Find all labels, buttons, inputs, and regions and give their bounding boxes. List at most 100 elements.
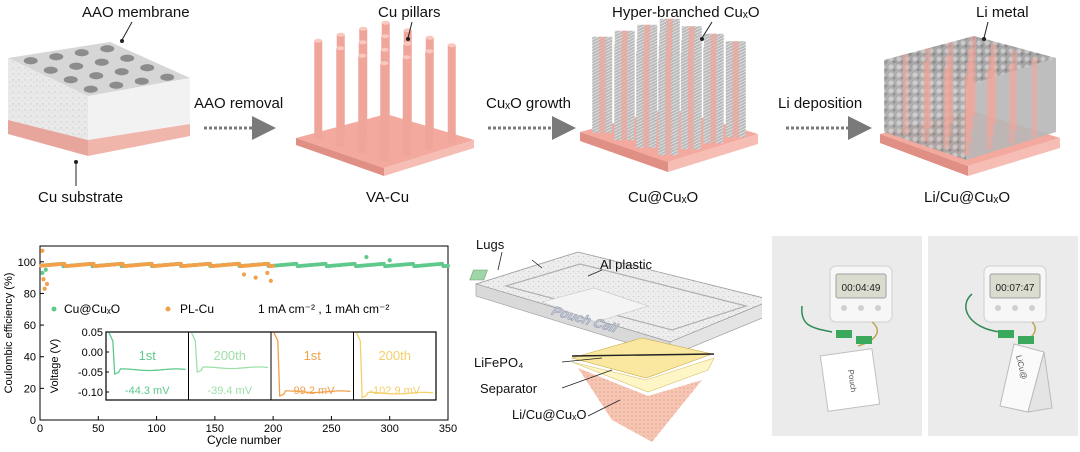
- cu-cuxo-array: [580, 18, 758, 172]
- inset-overpotential-value: -99.2 mV: [290, 385, 335, 397]
- cu-pillar: [402, 57, 411, 156]
- label-cu-cuxo: Cu@CuₓO: [628, 189, 699, 206]
- li-cu-cuxo-block: [880, 36, 1060, 176]
- cuxo-core: [665, 59, 672, 156]
- ce-outlier-0: [387, 258, 392, 263]
- inset-cycle-label: 200th: [378, 348, 411, 363]
- cu-pillar-top: [402, 55, 411, 60]
- photo-left-scene: 00:04:49 Pouch: [801, 265, 893, 412]
- cuxo-core: [687, 53, 694, 150]
- label-aao-membrane: AAO membrane: [82, 4, 190, 21]
- inset-y-tick-label: -0.05: [78, 367, 103, 379]
- ce-outlier-0: [364, 254, 369, 260]
- label-li-cu-cuxo: Li/Cu@CuₓO: [924, 189, 1011, 206]
- aao-pore: [114, 68, 129, 76]
- cuxo-core: [599, 36, 606, 133]
- cuxo-core: [621, 44, 628, 141]
- li-cu-core: [943, 68, 950, 149]
- photo-right: 00:07:47 LiCu@: [928, 236, 1078, 436]
- label-va-cu: VA-Cu: [366, 189, 410, 206]
- label-cu-substrate: Cu substrate: [38, 189, 124, 206]
- y-tick-label: 0: [30, 415, 36, 427]
- y-tick-label: 40: [24, 352, 36, 364]
- y-tick-label: 60: [24, 320, 36, 332]
- inset-y-axis-label: Voltage (V): [49, 339, 61, 393]
- inset-y-tick-label: 0.05: [82, 327, 103, 339]
- label-separator: Separator: [480, 381, 538, 396]
- inset-y-tick-label: 0.00: [82, 347, 103, 359]
- aao-pore: [89, 72, 104, 80]
- cu-pillar: [336, 48, 345, 147]
- timer-display-right: 00:07:47: [996, 283, 1035, 294]
- x-tick-label: 250: [322, 423, 340, 435]
- x-tick-label: 350: [439, 423, 457, 435]
- cu-pillar-top: [380, 47, 389, 52]
- y-tick-label: 100: [18, 257, 36, 269]
- aao-pore: [23, 57, 38, 65]
- cu-pillar-top: [358, 40, 367, 45]
- inset-voltage-curve: [108, 332, 186, 375]
- aao-pore: [134, 77, 149, 85]
- cu-pillar-top: [425, 35, 434, 40]
- legend-label-pl-cu: PL-Cu: [180, 302, 214, 316]
- cu-pillar-top: [358, 53, 367, 58]
- li-cu-core: [1009, 63, 1015, 144]
- ce-point-0: [446, 263, 450, 268]
- cu-pillar: [447, 45, 456, 144]
- inset-cycle-label: 200th: [213, 348, 246, 363]
- inset-voltage-curve: [190, 332, 269, 374]
- aao-membrane-block: [8, 42, 190, 156]
- cu-pillar: [380, 63, 389, 162]
- cu-pillar-top: [336, 46, 345, 51]
- cu-pillars: [296, 20, 474, 176]
- timer-display-left: 00:04:49: [842, 283, 881, 294]
- ce-outlier-0: [43, 267, 48, 272]
- cu-pillar-top: [314, 38, 323, 43]
- legend-label-cu-cuxo: Cu@CuₓO: [64, 302, 120, 316]
- cu-pillar-top: [359, 26, 368, 31]
- ce-outlier-1: [265, 270, 270, 275]
- ce-outlier-1: [41, 277, 46, 282]
- photo-right-scene: 00:07:47 LiCu@: [965, 265, 1053, 413]
- cuxo-core: [732, 41, 739, 138]
- x-tick-label: 50: [92, 423, 104, 435]
- aao-pore: [100, 45, 115, 53]
- schematic-diagram: [8, 18, 1060, 186]
- photo-left: 00:04:49 Pouch: [772, 236, 922, 436]
- ce-outlier-1: [253, 275, 258, 280]
- aao-pore: [140, 64, 155, 72]
- cu-pillar: [358, 55, 367, 154]
- inset-voltage-curve: [273, 332, 351, 397]
- ce-point-1: [271, 264, 276, 268]
- label-hyper-branched: Hyper-branched CuₓO: [612, 4, 760, 21]
- label-al-plastic: Al plastic: [600, 257, 653, 272]
- cu-pillar: [314, 40, 323, 139]
- label-li-cu-cuxo-anode: Li/Cu@CuₓO: [512, 407, 587, 422]
- aao-pore: [69, 62, 84, 70]
- inset-overpotential-value: -102.9 mV: [369, 385, 420, 397]
- ce-outlier-0: [40, 270, 45, 275]
- aao-pore: [120, 54, 135, 62]
- cu-pillar-top: [381, 34, 390, 39]
- ce-outlier-1: [40, 248, 45, 253]
- aao-pore: [83, 85, 98, 93]
- li-cu-core: [1031, 57, 1038, 138]
- cu-pillar-top: [447, 43, 456, 48]
- aao-pore: [43, 66, 58, 74]
- li-cu-core: [986, 69, 993, 150]
- cuxo-core: [643, 51, 650, 148]
- ce-outlier-1: [241, 272, 247, 277]
- ce-outlier-1: [268, 278, 273, 283]
- li-cu-core: [923, 61, 929, 142]
- ce-outlier-1: [42, 286, 47, 291]
- label-lifepo4: LiFePO₄: [474, 355, 524, 370]
- aao-pore: [63, 76, 78, 84]
- x-tick-label: 300: [381, 423, 399, 435]
- label-li-metal: Li metal: [976, 4, 1029, 21]
- cuxo-core: [710, 47, 717, 144]
- cu-pillar-top: [380, 61, 389, 66]
- inset-cycle-label: 1st: [139, 348, 157, 363]
- pouch-cell-diagram: Pouch Cell: [469, 251, 762, 442]
- label-li-deposition: Li deposition: [778, 95, 863, 112]
